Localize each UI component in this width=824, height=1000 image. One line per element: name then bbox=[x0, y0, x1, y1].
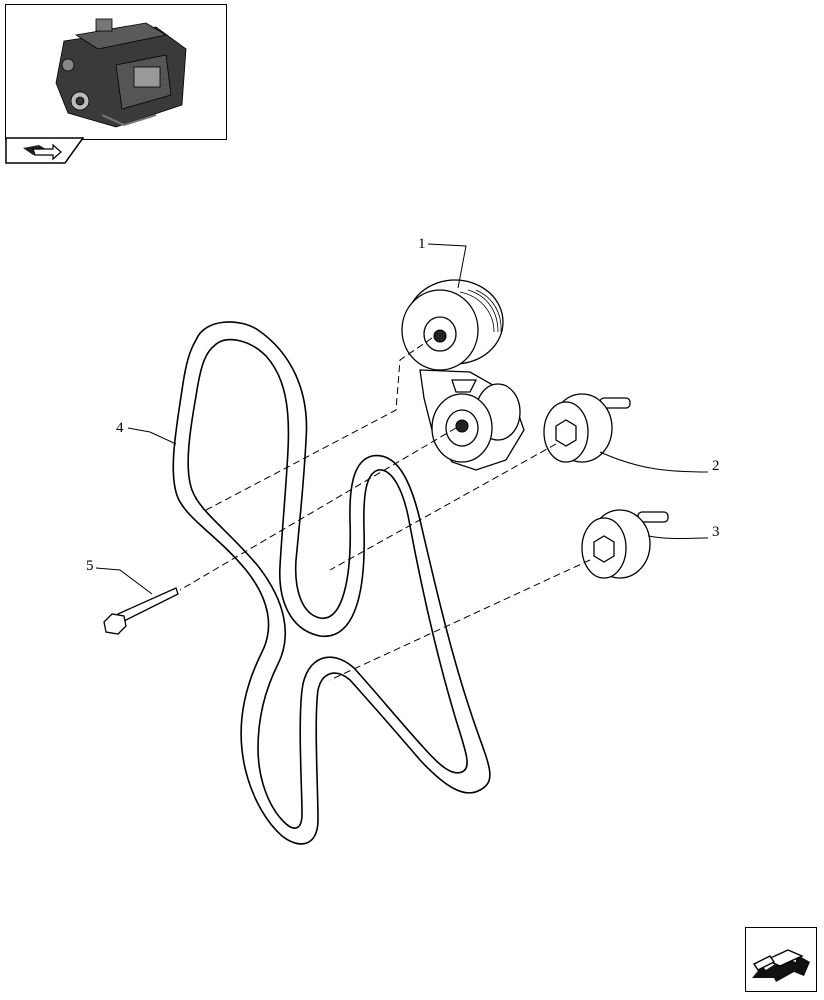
next-page-arrow-icon bbox=[752, 949, 810, 982]
drive-belt[interactable] bbox=[172, 321, 491, 845]
callout-1: 1 bbox=[418, 236, 467, 289]
svg-text:2: 2 bbox=[712, 458, 720, 474]
svg-text:4: 4 bbox=[116, 420, 124, 436]
callout-5: 5 bbox=[86, 558, 153, 595]
svg-text:5: 5 bbox=[86, 558, 94, 574]
callout-4: 4 bbox=[116, 420, 177, 445]
book-arrow-icon bbox=[23, 143, 62, 161]
mounting-bolt[interactable] bbox=[103, 587, 179, 635]
belt-tensioner[interactable] bbox=[401, 279, 525, 471]
book-arrow-tab[interactable] bbox=[5, 137, 85, 165]
engine-thumbnail-icon bbox=[55, 18, 187, 128]
next-page-button[interactable] bbox=[745, 927, 817, 992]
callout-3: 3 bbox=[647, 524, 720, 540]
svg-text:3: 3 bbox=[712, 524, 720, 540]
svg-text:1: 1 bbox=[418, 236, 426, 252]
callout-2: 2 bbox=[599, 451, 720, 474]
engine-thumbnail-frame bbox=[5, 4, 227, 140]
alignment-lines bbox=[179, 337, 591, 681]
idler-pulley-upper[interactable] bbox=[543, 393, 631, 463]
idler-pulley-lower[interactable] bbox=[581, 509, 669, 579]
